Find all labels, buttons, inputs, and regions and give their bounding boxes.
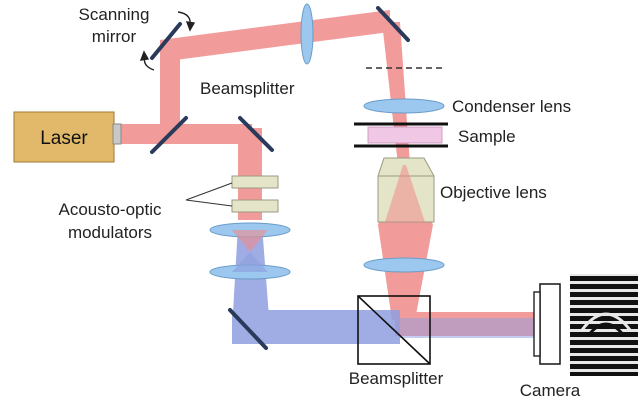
aom-focus-blue	[232, 252, 268, 272]
interference-image-bump	[580, 312, 632, 331]
red-beam-down-lower	[378, 225, 433, 320]
red-beam-paths	[118, 10, 535, 336]
blue-beam-paths	[232, 225, 535, 344]
beamsplitter-bottom-label: Beamsplitter	[349, 369, 444, 388]
blue-beam-to-camera	[400, 318, 535, 338]
sample-label: Sample	[458, 127, 516, 146]
red-beam-up	[160, 42, 180, 142]
camera-label: Camera	[520, 381, 581, 400]
rotation-arrows-icon	[139, 11, 196, 71]
blue-beam-bottom	[232, 310, 400, 344]
sample-region	[367, 126, 443, 144]
beamsplitter-top-mirror	[150, 116, 188, 154]
aom-focus-red	[232, 230, 268, 252]
mirrors	[150, 6, 410, 350]
interference-image-bump-dark	[586, 322, 626, 337]
aom-2	[231, 199, 279, 213]
aom-label-line2: modulators	[68, 223, 152, 242]
objective-lens-label: Objective lens	[440, 183, 547, 202]
aom-branch-mirror	[238, 116, 274, 152]
aom-label-line1: Acousto-optic	[59, 200, 162, 219]
red-beam-down-converge	[382, 22, 410, 165]
acousto-optic-modulators	[231, 175, 279, 213]
condenser-lens	[363, 98, 445, 114]
laser-nozzle	[112, 123, 122, 145]
scanning-mirror-label-line2: mirror	[92, 27, 137, 46]
condenser-lens-label: Condenser lens	[452, 97, 571, 116]
beamsplitter-cube-diagonal	[357, 295, 431, 365]
scanning-mirror	[150, 22, 182, 60]
aom-leader-lines	[185, 182, 233, 207]
aom-1	[231, 175, 279, 189]
camera-mount	[533, 291, 541, 357]
camera-body	[539, 283, 561, 365]
bottom-left-mirror	[228, 308, 268, 350]
red-beam-top	[160, 10, 390, 62]
laser-label: Laser	[40, 128, 88, 149]
beamsplitter-top-label: Beamsplitter	[200, 79, 295, 98]
red-beam-to-aom-h	[180, 124, 252, 144]
scanning-mirror-label-line1: Scanning	[79, 5, 150, 24]
objective-beam-inner	[385, 165, 425, 222]
top-right-mirror	[376, 6, 410, 42]
lower-lens	[363, 257, 445, 273]
beamsplitter-cube	[357, 295, 431, 365]
top-beam-lens	[300, 3, 314, 65]
